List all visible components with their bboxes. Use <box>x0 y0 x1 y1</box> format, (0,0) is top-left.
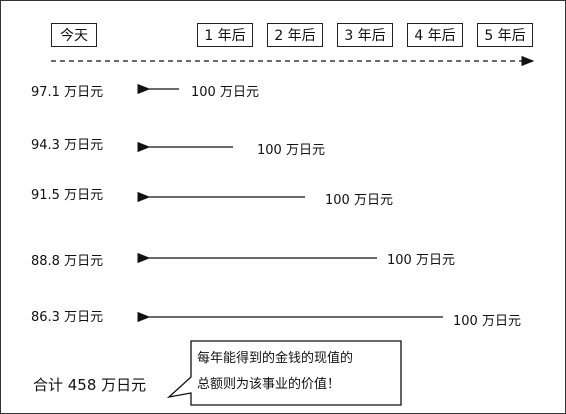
present-value-5: 86.3 万日元 <box>31 310 104 325</box>
today-box: 今天 <box>51 23 97 47</box>
callout-line-1: 每年能得到的金钱的现值的 <box>197 351 354 366</box>
future-amount-4: 100 万日元 <box>387 253 455 268</box>
callout-text: 每年能得到的金钱的现值的 总额则为该事业的价值！ <box>197 346 393 398</box>
future-amount-1: 100 万日元 <box>191 85 259 100</box>
year-5-box: 5 年后 <box>477 23 533 47</box>
present-value-4: 88.8 万日元 <box>31 254 104 269</box>
year-4-box: 4 年后 <box>407 23 463 47</box>
year-3-box: 3 年后 <box>337 23 393 47</box>
year-1-box: 1 年后 <box>197 23 253 47</box>
future-amount-3: 100 万日元 <box>325 193 393 208</box>
future-amount-5: 100 万日元 <box>453 314 521 329</box>
present-value-3: 91.5 万日元 <box>31 188 104 203</box>
present-value-2: 94.3 万日元 <box>31 138 104 153</box>
callout-bubble <box>166 340 402 406</box>
future-amount-2: 100 万日元 <box>257 143 325 158</box>
callout-line-2: 总额则为该事业的价值！ <box>197 377 341 392</box>
total-value: 合计 458 万日元 <box>33 376 147 394</box>
present-value-1: 97.1 万日元 <box>31 85 104 100</box>
year-2-box: 2 年后 <box>267 23 323 47</box>
